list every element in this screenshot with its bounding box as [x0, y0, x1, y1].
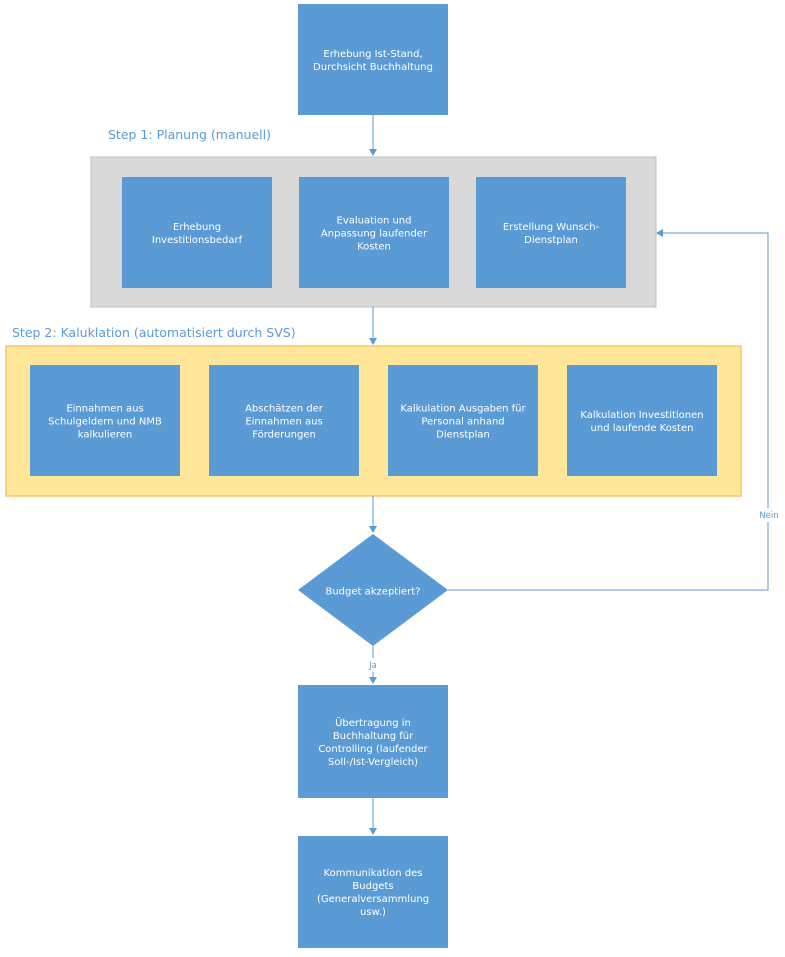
box-text-line: Controlling (laufender [318, 744, 428, 755]
yes-label-background [365, 658, 381, 672]
box-text-line: Dienstplan [524, 235, 578, 246]
no-label: Nein [759, 511, 778, 521]
box-text-line: und laufende Kosten [591, 423, 694, 434]
box-text-line: Erhebung [173, 222, 221, 233]
decision-diamond: Budget akzeptiert? [298, 534, 448, 646]
box-text-line: Budgets [352, 881, 393, 892]
connectors [369, 115, 769, 835]
no-label-background [757, 508, 781, 522]
box-text-line: Einnahmen aus [66, 404, 143, 415]
yes-label: Ja [368, 661, 377, 671]
box-text-line: Abschätzen der [245, 404, 324, 415]
box-text-line: Evaluation und [337, 216, 412, 227]
start-box: Erhebung Ist-Stand, Durchsicht Buchhaltun… [298, 4, 448, 115]
box-text-line: (Generalversammlung [317, 894, 429, 905]
box-text-line: Budget akzeptiert? [325, 587, 420, 598]
box-text-line: Investitionsbedarf [152, 235, 243, 246]
box-text-line: Erhebung Ist-Stand, [323, 49, 422, 60]
box-text-line: Kalkulation Ausgaben für [400, 404, 526, 415]
box-text-line: Erstellung Wunsch- [503, 222, 600, 233]
step1-box-duty-roster: Erstellung Wunsch- Dienstplan [476, 177, 626, 288]
step1-label: Step 1: Planung (manuell) [108, 127, 271, 142]
step2-label: Step 2: Kaluklation (automatisiert durch… [12, 325, 296, 340]
box-text-line: Förderungen [252, 430, 316, 441]
box-text-line: Dienstplan [436, 430, 490, 441]
svg-text:Erstellung Wunsch-Dienstplan: Erstellung Wunsch- Dienstplan [503, 222, 600, 246]
box-text-line: Kosten [357, 242, 391, 253]
box-text-line: Durchsicht Buchhaltung [313, 62, 433, 73]
step2-box-investments-costs: Kalkulation Investitionen und laufende Ko… [567, 365, 717, 476]
box-text-line: Übertragung in [335, 716, 411, 729]
box-text-line: kalkulieren [78, 430, 132, 441]
box-text-line: Schulgeldern und NMB [48, 417, 162, 428]
box-text-line: Soll-/Ist-Vergleich) [328, 757, 418, 768]
svg-text:Budget akzeptiert?: Budget akzeptiert? [325, 587, 420, 598]
box-text-line: Kommunikation des [324, 868, 423, 879]
box-text-line: Personal anhand [421, 417, 504, 428]
box-text-line: Anpassung laufender [321, 229, 428, 240]
box-text-line: usw.) [360, 907, 386, 918]
connector-decision-no-loop [448, 229, 769, 591]
box-text-line: Einnahmen aus [245, 417, 322, 428]
box-text-line: Buchhaltung für [333, 731, 414, 742]
svg-text:Erhebung Ist-Stand,Durchsicht: Erhebung Ist-Stand, Durchsicht Buchhaltun… [313, 49, 433, 73]
box-text-line: Kalkulation Investitionen [580, 410, 703, 421]
